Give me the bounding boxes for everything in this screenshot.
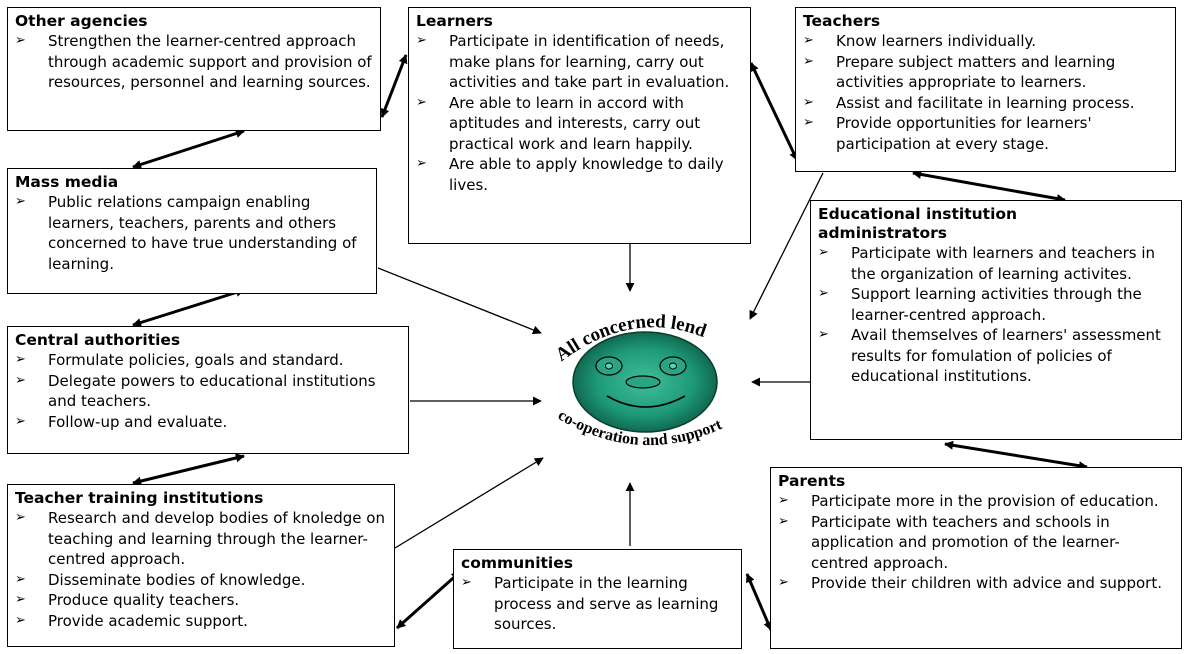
educational-admins-box: Educational institution administrators P… (810, 200, 1182, 440)
teacher-training-list: Research and develop bodies of knoledge … (15, 508, 388, 631)
other-agencies-title: Other agencies (15, 12, 148, 30)
other-agencies-list: Strengthen the learner-centred approach … (15, 31, 374, 93)
arrow-teachers-center (749, 172, 824, 320)
central-authorities-list: Formulate policies, goals and standard. … (15, 350, 402, 432)
arrow-central-teachertraining (132, 453, 245, 486)
teacher-training-item: Disseminate bodies of knowledge. (15, 570, 388, 591)
teacher-training-item: Provide academic support. (15, 611, 388, 632)
smiley-mouth-icon (606, 395, 686, 408)
communities-list: Participate in the learning process and … (461, 573, 735, 635)
arrow-admins-parents (944, 440, 1088, 471)
center-smiley-graphic: All concerned lend co-operation and supp… (552, 311, 725, 449)
teacher-training-title: Teacher training institutions (15, 489, 264, 507)
teachers-item: Assist and facilitate in learning proces… (803, 93, 1169, 114)
communities-title: communities (461, 554, 573, 572)
arrow-otheragencies-massmedia (132, 129, 245, 169)
parents-title: Parents (778, 472, 846, 490)
arrow-massmedia-center (377, 267, 542, 335)
educational-admins-item: Participate with learners and teachers i… (818, 243, 1175, 284)
learners-box: Learners Participate in identification o… (408, 7, 751, 244)
teachers-item: Know learners individually. (803, 31, 1169, 52)
arrow-teachers-admins (912, 169, 1066, 204)
central-authorities-box: Central authorities Formulate policies, … (7, 326, 409, 454)
arrow-learners-teachers (749, 62, 799, 161)
teacher-training-item: Research and develop bodies of knoledge … (15, 508, 388, 570)
central-authorities-title: Central authorities (15, 331, 181, 349)
central-authorities-item: Follow-up and evaluate. (15, 412, 402, 433)
learners-title: Learners (416, 12, 493, 30)
arrow-teachertraining-communities (396, 570, 461, 630)
parents-item: Participate with teachers and schools in… (778, 512, 1175, 574)
other-agencies-item: Strengthen the learner-centred approach … (15, 31, 374, 93)
arrow-otheragencies-learners (380, 54, 408, 118)
parents-item: Participate more in the provision of edu… (778, 491, 1175, 512)
arrow-massmedia-central (132, 288, 245, 327)
learners-item: Are able to apply knowledge to daily liv… (416, 154, 744, 195)
other-agencies-box: Other agencies Strengthen the learner-ce… (7, 7, 381, 131)
learners-list: Participate in identification of needs, … (416, 31, 744, 195)
mass-media-title: Mass media (15, 173, 119, 191)
teacher-training-item: Produce quality teachers. (15, 590, 388, 611)
mass-media-item: Public relations campaign enabling learn… (15, 192, 370, 274)
learners-item: Participate in identification of needs, … (416, 31, 744, 93)
parents-item: Provide their children with advice and s… (778, 573, 1175, 594)
communities-item: Participate in the learning process and … (461, 573, 735, 635)
teachers-list: Know learners individually. Prepare subj… (803, 31, 1169, 154)
learners-item: Are able to learn in accord with aptitud… (416, 93, 744, 155)
arrow-teachertraining-center (394, 457, 544, 549)
mass-media-list: Public relations campaign enabling learn… (15, 192, 370, 274)
parents-box: Parents Participate more in the provisio… (770, 467, 1182, 649)
educational-admins-item: Avail themselves of learners' assessment… (818, 325, 1175, 387)
teacher-training-box: Teacher training institutions Research a… (7, 484, 395, 647)
educational-admins-item: Support learning activities through the … (818, 284, 1175, 325)
teachers-title: Teachers (803, 12, 881, 30)
central-authorities-item: Delegate powers to educational instituti… (15, 371, 402, 412)
parents-list: Participate more in the provision of edu… (778, 491, 1175, 594)
educational-admins-list: Participate with learners and teachers i… (818, 243, 1175, 387)
educational-admins-title: Educational institution administrators (818, 205, 1018, 242)
central-authorities-item: Formulate policies, goals and standard. (15, 350, 402, 371)
teachers-item: Provide opportunities for learners' part… (803, 113, 1169, 154)
teachers-item: Prepare subject matters and learning act… (803, 52, 1169, 93)
communities-box: communities Participate in the learning … (453, 549, 742, 649)
smiley-nose-icon (625, 375, 661, 389)
teachers-box: Teachers Know learners individually. Pre… (795, 7, 1176, 172)
mass-media-box: Mass media Public relations campaign ena… (7, 168, 377, 294)
arrow-communities-parents (745, 573, 773, 631)
